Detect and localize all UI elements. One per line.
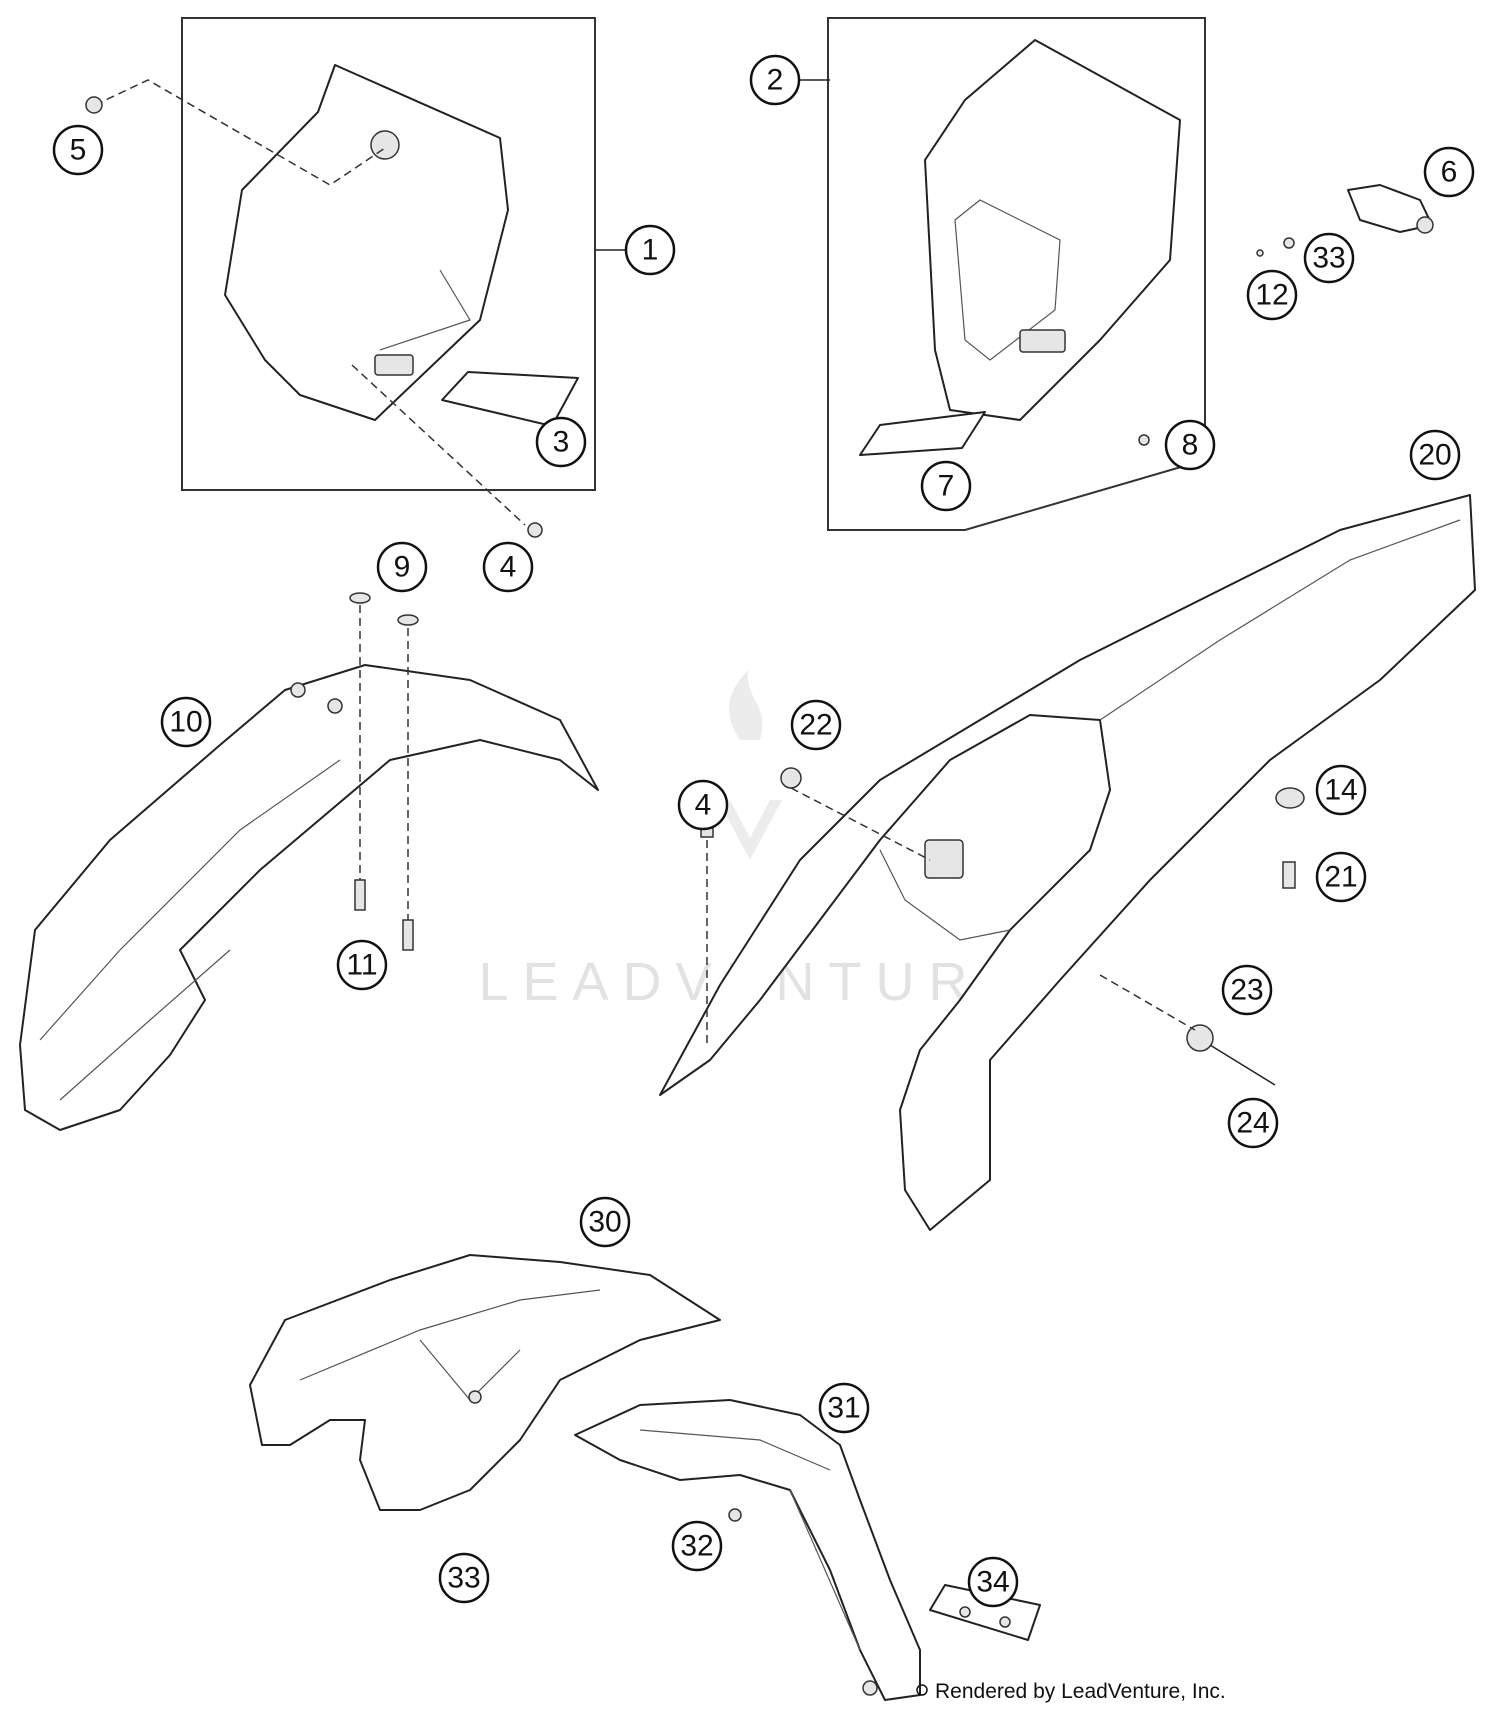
svg-text:2: 2	[767, 64, 784, 97]
screw-part-11-a	[354, 879, 366, 911]
front-fender-part	[19, 664, 599, 1131]
screw-part-5	[85, 96, 103, 114]
grommet-part-14	[1275, 787, 1305, 809]
screw-part-11-b	[402, 919, 414, 951]
callout-10: 10	[160, 696, 212, 748]
svg-text:33: 33	[447, 1562, 480, 1595]
callout-7: 7	[920, 460, 972, 512]
nut-part-12	[1256, 249, 1264, 257]
svg-text:21: 21	[1324, 861, 1357, 894]
washer-part-9-b	[397, 614, 419, 626]
callout-6: 6	[1423, 146, 1475, 198]
callout-12: 12	[1246, 269, 1298, 321]
group-box-1	[181, 17, 596, 491]
svg-text:4: 4	[500, 551, 517, 584]
callout-32: 32	[671, 1520, 723, 1572]
svg-text:30: 30	[588, 1206, 621, 1239]
callout-8: 8	[1164, 419, 1216, 471]
svg-text:9: 9	[394, 551, 411, 584]
screw-part-8	[1138, 434, 1150, 446]
svg-text:34: 34	[976, 1566, 1009, 1599]
bushing-part-23	[1186, 1024, 1214, 1052]
svg-text:10: 10	[169, 706, 202, 739]
callout-11: 11	[336, 939, 388, 991]
svg-text:20: 20	[1418, 439, 1451, 472]
callout-33-top: 33	[1303, 232, 1355, 284]
svg-text:1: 1	[642, 234, 659, 267]
svg-text:4: 4	[695, 789, 712, 822]
svg-text:23: 23	[1230, 974, 1263, 1007]
svg-text:14: 14	[1324, 774, 1357, 807]
rear-fender-part	[659, 494, 1476, 1231]
callout-3: 3	[535, 416, 587, 468]
callout-20: 20	[1409, 429, 1461, 481]
svg-text:6: 6	[1441, 156, 1458, 189]
screw-part-33-bottom	[468, 1390, 482, 1404]
screw-part-33-top	[1283, 237, 1295, 249]
svg-text:12: 12	[1255, 279, 1288, 312]
screw-part-32	[728, 1508, 742, 1522]
callout-24: 24	[1227, 1097, 1279, 1149]
callout-4-mid: 4	[677, 779, 729, 831]
bracket-part	[574, 1399, 921, 1701]
callout-23: 23	[1221, 964, 1273, 1016]
callout-9: 9	[376, 541, 428, 593]
callout-14: 14	[1315, 764, 1367, 816]
svg-text:7: 7	[938, 470, 955, 503]
callout-33-bottom: 33	[438, 1552, 490, 1604]
callout-2: 2	[749, 54, 801, 106]
washer-part-9-a	[349, 592, 371, 604]
headlight-mask-part	[924, 39, 1181, 421]
svg-text:8: 8	[1182, 429, 1199, 462]
callout-5: 5	[52, 124, 104, 176]
svg-text:3: 3	[553, 426, 570, 459]
callout-34: 34	[967, 1556, 1019, 1608]
svg-text:11: 11	[346, 949, 377, 982]
screw-part-21	[1282, 861, 1296, 889]
nut-part-22	[780, 767, 802, 789]
svg-text:33: 33	[1312, 242, 1345, 275]
decal-part-7	[859, 411, 986, 456]
number-plate-part	[224, 64, 509, 421]
svg-text:32: 32	[680, 1530, 713, 1563]
callout-4-top: 4	[482, 541, 534, 593]
callout-30: 30	[579, 1196, 631, 1248]
svg-text:5: 5	[70, 134, 87, 167]
callout-22: 22	[790, 699, 842, 751]
render-credit: Rendered by LeadVenture, Inc.	[935, 1680, 1226, 1703]
svg-text:31: 31	[827, 1392, 860, 1425]
callout-31: 31	[818, 1382, 870, 1434]
screw-part-4-top	[527, 522, 543, 538]
watermark-logo	[718, 670, 782, 860]
callout-21: 21	[1315, 851, 1367, 903]
svg-text:24: 24	[1236, 1107, 1269, 1140]
inner-fender-part	[249, 1254, 721, 1511]
svg-text:22: 22	[799, 709, 832, 742]
decal-part-3	[441, 371, 579, 427]
callout-1: 1	[624, 224, 676, 276]
plate-part-34	[929, 1584, 1041, 1641]
group-box-2	[827, 17, 1206, 531]
